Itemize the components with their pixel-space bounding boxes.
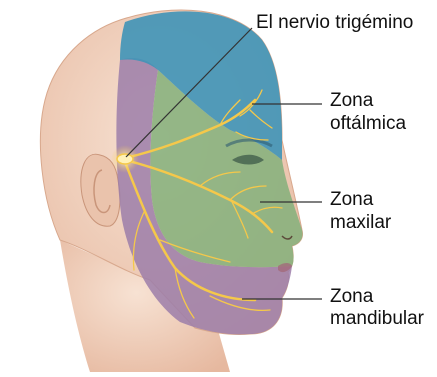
mandibular-label-line1: Zona	[330, 286, 373, 308]
mandibular-label-line2: mandibular	[330, 308, 424, 330]
trigeminal-ganglion	[117, 154, 133, 164]
ophthalmic-label-line2: oftálmica	[330, 113, 406, 135]
maxillary-label-line2: maxilar	[330, 212, 391, 234]
diagram-title: El nervio trigémino	[256, 12, 413, 34]
maxillary-label-line1: Zona	[330, 189, 373, 211]
ophthalmic-label-line1: Zona	[330, 90, 373, 112]
